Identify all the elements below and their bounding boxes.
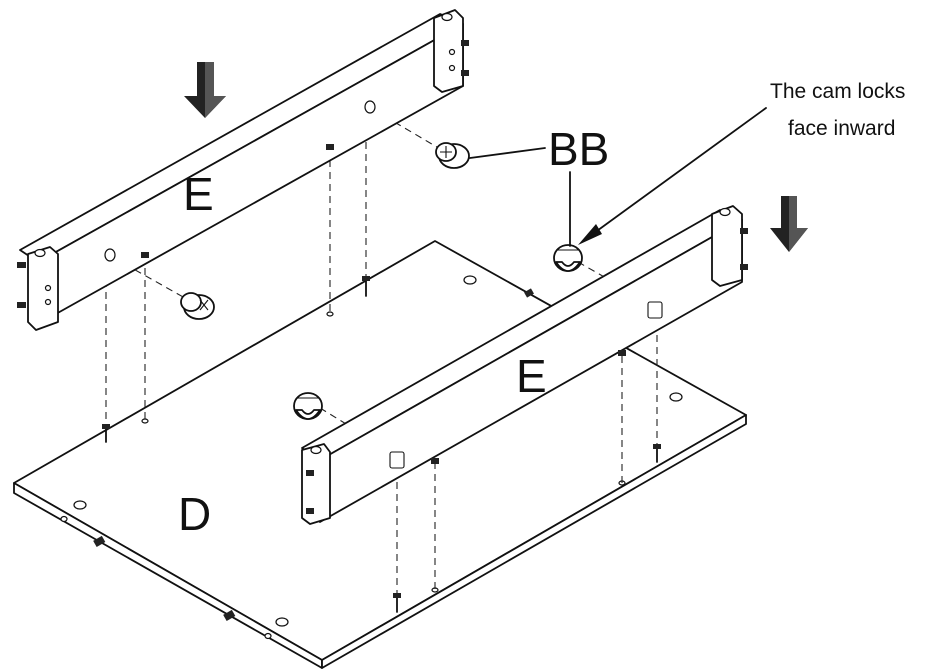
label-panel-e-right: E — [516, 350, 547, 402]
label-base-d: D — [178, 488, 211, 540]
screw-2 — [362, 276, 370, 297]
cam-lock-2 — [180, 292, 215, 320]
note-arrow — [578, 107, 767, 245]
screw-3 — [653, 444, 661, 463]
down-arrow-icon — [184, 62, 226, 118]
side-panel-e-left — [17, 9, 469, 331]
label-cam-bb: BB — [548, 123, 609, 175]
cam-lock-4 — [293, 392, 323, 420]
cam-lock-3 — [553, 244, 583, 272]
down-arrow-icon — [770, 196, 808, 252]
note-line-1: The cam locks — [770, 80, 905, 103]
side-panel-e-right — [301, 205, 748, 525]
label-panel-e-top: E — [183, 168, 214, 220]
cam-lock-1 — [435, 142, 470, 169]
note-line-2: face inward — [788, 117, 895, 140]
leader-bb-1 — [469, 147, 546, 159]
screw-4 — [393, 593, 401, 613]
screw-1 — [102, 424, 110, 443]
